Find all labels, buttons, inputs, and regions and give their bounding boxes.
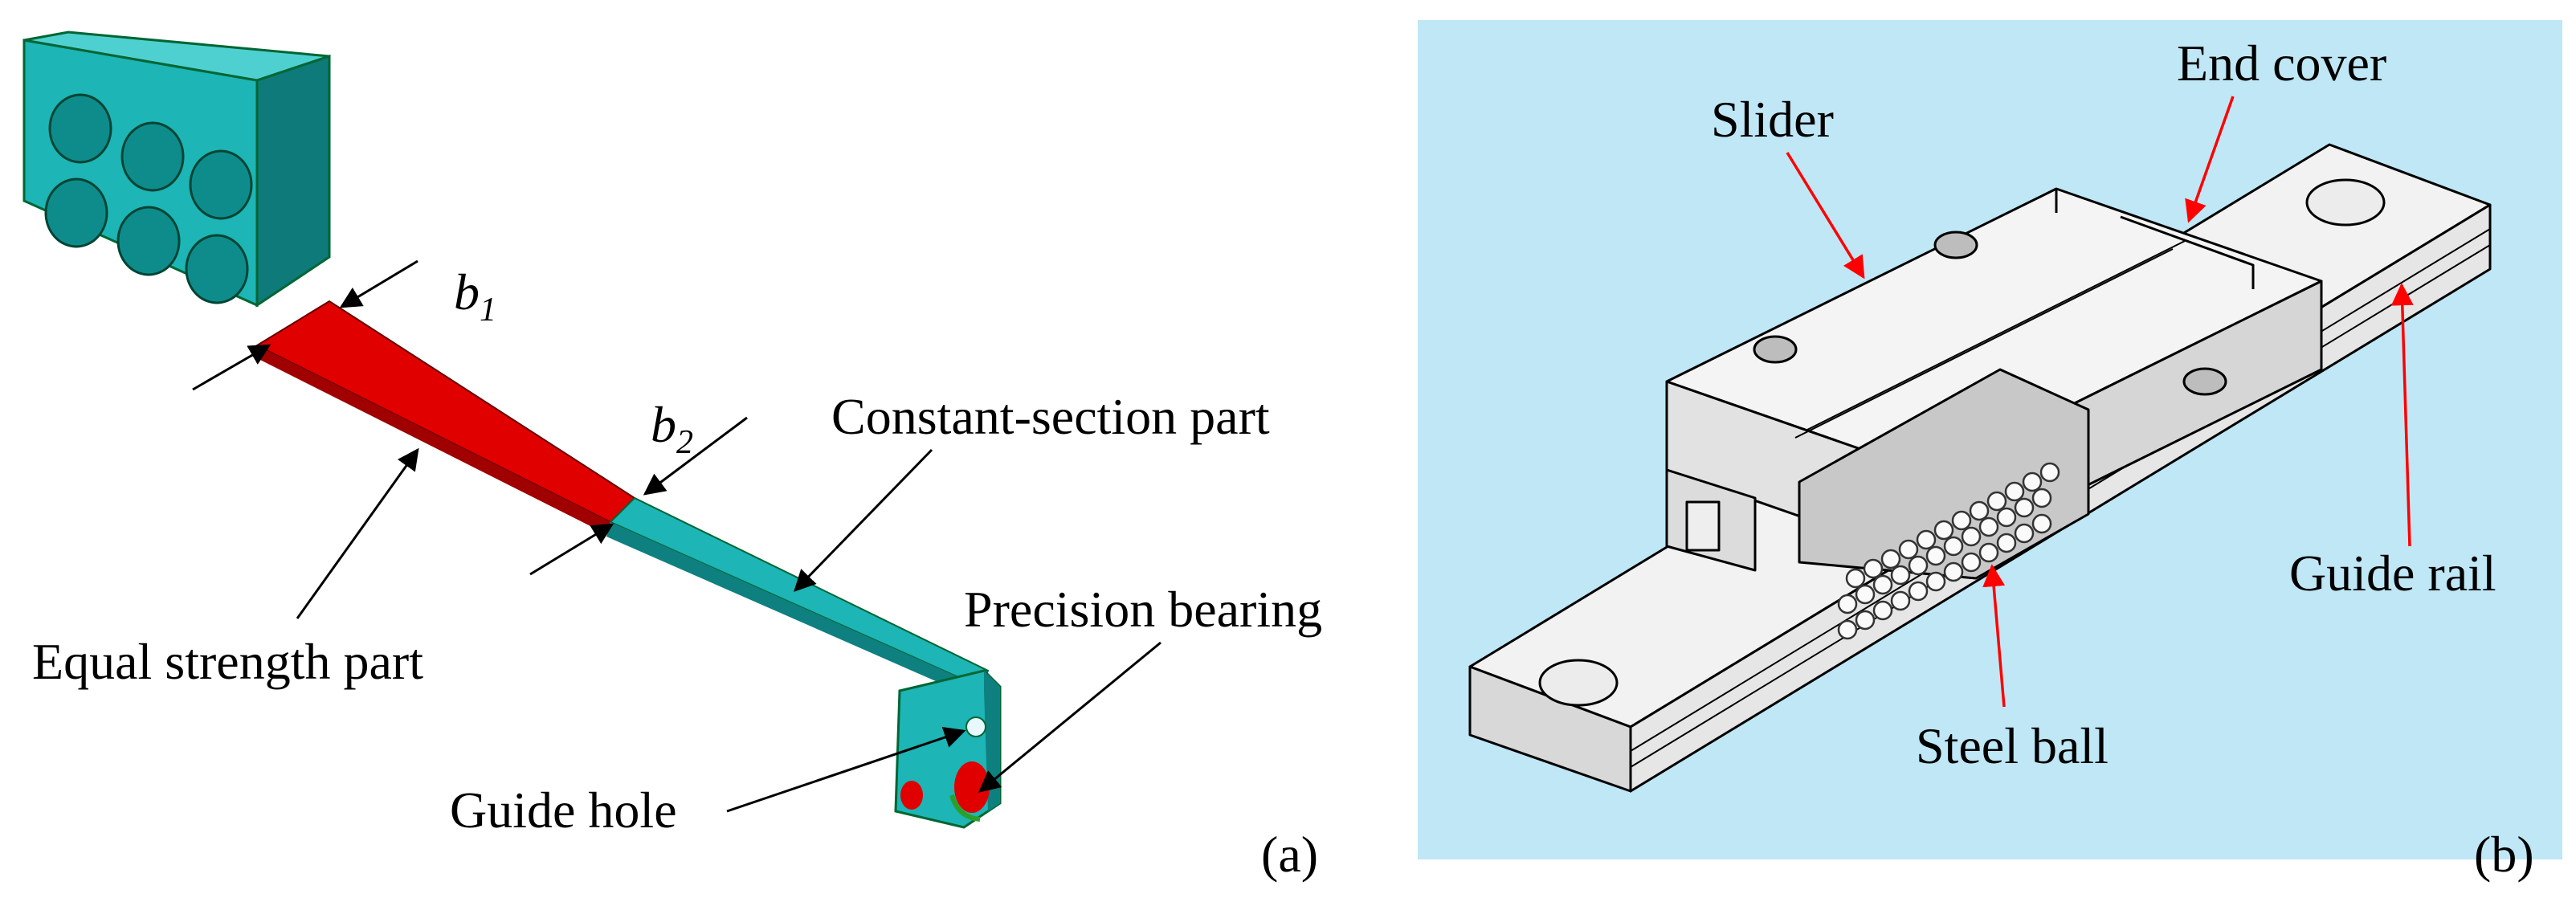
equal-strength-arrow xyxy=(296,447,419,619)
dim-b2-label: b2 xyxy=(651,396,693,461)
mounting-holes xyxy=(44,93,253,304)
slider-label: Slider xyxy=(1711,91,1834,148)
panel-a-label: (a) xyxy=(1261,826,1318,883)
bearing-green-ring xyxy=(949,794,981,822)
slider-block xyxy=(1665,187,2323,580)
constant-section-label: Constant-section part xyxy=(831,388,1270,445)
end-effector xyxy=(894,669,1002,829)
guide-rail-label: Guide rail xyxy=(2289,545,2496,602)
end-cover-arrow xyxy=(2185,96,2235,223)
panel-b-arrows xyxy=(1786,96,2414,708)
guide-hole-marker xyxy=(965,716,986,737)
panel-a: b1 b2 Constant-section part Equal streng… xyxy=(22,31,1322,883)
bearing-red-left xyxy=(900,781,923,810)
constant-section-beam xyxy=(606,496,990,699)
slider-bolt-3 xyxy=(2182,367,2227,396)
dim-b1-label: b1 xyxy=(454,263,496,329)
rail-hole-back xyxy=(2305,178,2386,227)
precision-bearing-label: Precision bearing xyxy=(964,581,1322,638)
equal-strength-label: Equal strength part xyxy=(32,633,423,690)
guide-hole-label: Guide hole xyxy=(450,782,677,839)
dim-b2-arrows xyxy=(529,416,748,576)
steel-balls xyxy=(1837,462,2060,640)
slider-bolt-1 xyxy=(1753,335,1798,364)
panel-b: Slider End cover Guide rail Steel ball (… xyxy=(1418,20,2562,883)
slider-arrow xyxy=(1786,152,1865,280)
mounting-block xyxy=(22,31,331,308)
dim-b1-arrows xyxy=(192,259,418,391)
steel-ball-arrow xyxy=(1982,564,2006,708)
equal-strength-beam xyxy=(255,300,636,534)
end-cover-label: End cover xyxy=(2177,35,2386,92)
guide-rail-arrow xyxy=(2390,283,2414,547)
precision-bearing-arrow xyxy=(978,641,1161,793)
steel-ball-label: Steel ball xyxy=(1916,717,2109,774)
panel-b-label: (b) xyxy=(2474,826,2534,883)
slider-bolt-2 xyxy=(1933,231,1978,259)
guide-hole-arrow xyxy=(726,727,966,813)
rail-hole-front xyxy=(1538,659,1619,707)
constant-section-arrow xyxy=(794,448,933,592)
